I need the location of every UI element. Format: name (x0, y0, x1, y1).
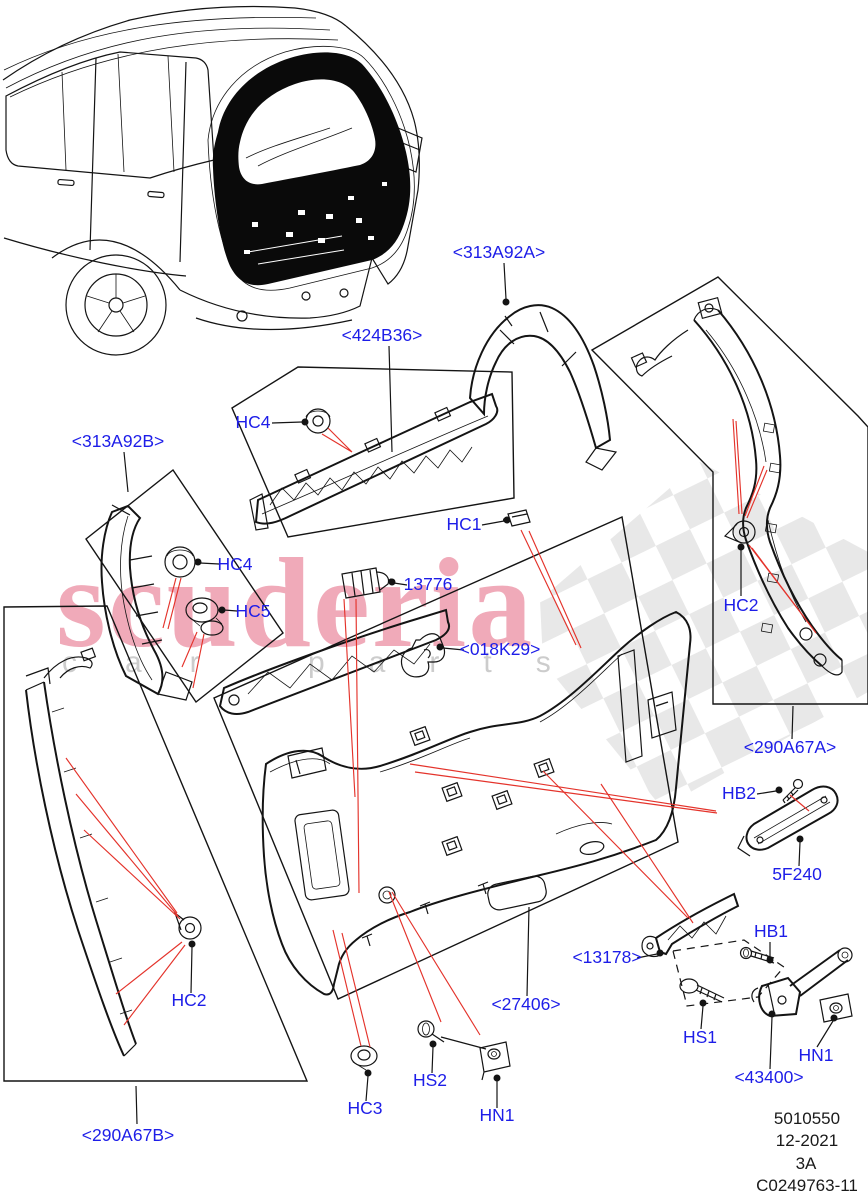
part-HN1-bracket-right (819, 993, 853, 1023)
part-label-424B36: <424B36> (342, 325, 423, 345)
part-HN1-bracket-bottom (479, 1041, 511, 1081)
vehicle-illustration (2, 5, 423, 356)
part-HS1-screw (679, 978, 725, 1003)
part-018K29-bracket (400, 633, 446, 678)
checkered-flag-watermark (540, 462, 868, 808)
part-label-HC2-left: HC2 (171, 990, 206, 1010)
part-label-27406: <27406> (491, 994, 560, 1014)
part-label-HC4-top: HC4 (235, 412, 270, 432)
box-290A67B (3, 605, 309, 1082)
part-HB1-bolt (739, 946, 775, 964)
part-5F240-handle (737, 785, 839, 857)
part-label-HC2-right: HC2 (723, 595, 758, 615)
part-HB2-bolt (782, 778, 804, 804)
box-424B36 (231, 366, 515, 538)
part-label-13178: <13178> (572, 947, 641, 967)
drawing-ref: C0249763-11 (756, 1176, 858, 1195)
part-label-313A92B: <313A92B> (72, 431, 164, 451)
part-27406-panel (218, 608, 692, 996)
part-label-018K29: <018K29> (460, 639, 541, 659)
part-HS2-pin (417, 1020, 445, 1043)
part-label-290A67A: <290A67A> (744, 737, 836, 757)
part-label-HC4-mid: HC4 (217, 554, 252, 574)
part-label-13776: 13776 (404, 574, 453, 594)
part-label-HS1: HS1 (683, 1027, 717, 1047)
date-code: 12-2021 (776, 1131, 838, 1150)
alignment-dashed-outline (672, 939, 785, 1007)
part-43400-assembly (751, 947, 853, 1018)
red-leader-lines (65, 418, 817, 1048)
part-HC3-grommet (350, 1045, 378, 1071)
part-HC2-grommet-left (173, 911, 202, 940)
box-290A67A (590, 276, 868, 705)
label-leader-lines (123, 262, 838, 1125)
part-label-HC1: HC1 (446, 514, 481, 534)
box-27406 (213, 515, 679, 1000)
sheet-code: 3A (796, 1154, 817, 1173)
part-313A92A-trim (468, 304, 618, 471)
footer-info: 5010550 12-2021 3A C0249763-11 (756, 1109, 858, 1195)
part-label-5F240: 5F240 (772, 864, 822, 884)
part-label-HS2: HS2 (413, 1070, 447, 1090)
part-label-HC5: HC5 (235, 601, 270, 621)
part-HC5-grommet (185, 597, 224, 636)
part-13178-bracket (641, 892, 740, 958)
part-labels: <313A92A> <424B36> <313A92B> HC4 HC4 HC5… (72, 242, 836, 1145)
part-label-43400: <43400> (734, 1067, 803, 1087)
box-313A92B (85, 468, 284, 704)
part-label-313A92A: <313A92A> (453, 242, 545, 262)
catalog-number: 5010550 (774, 1109, 840, 1128)
part-label-HB2: HB2 (722, 783, 756, 803)
part-label-290A67B: <290A67B> (82, 1125, 174, 1145)
part-label-HC3: HC3 (347, 1098, 382, 1118)
part-424B36-sill-panel (249, 392, 499, 531)
tailgate-highlight (212, 52, 411, 286)
watermark-tagline-right: parts (308, 646, 595, 679)
part-290A67B-strip (25, 647, 137, 1057)
part-313A92B-trim (100, 504, 193, 701)
part-label-HN1-bottom: HN1 (479, 1105, 514, 1125)
tailgate-detail-specks (244, 182, 387, 254)
exploded-view-boxes (3, 276, 868, 1082)
part-label-HN1-right: HN1 (798, 1045, 833, 1065)
part-label-HB1: HB1 (754, 921, 788, 941)
